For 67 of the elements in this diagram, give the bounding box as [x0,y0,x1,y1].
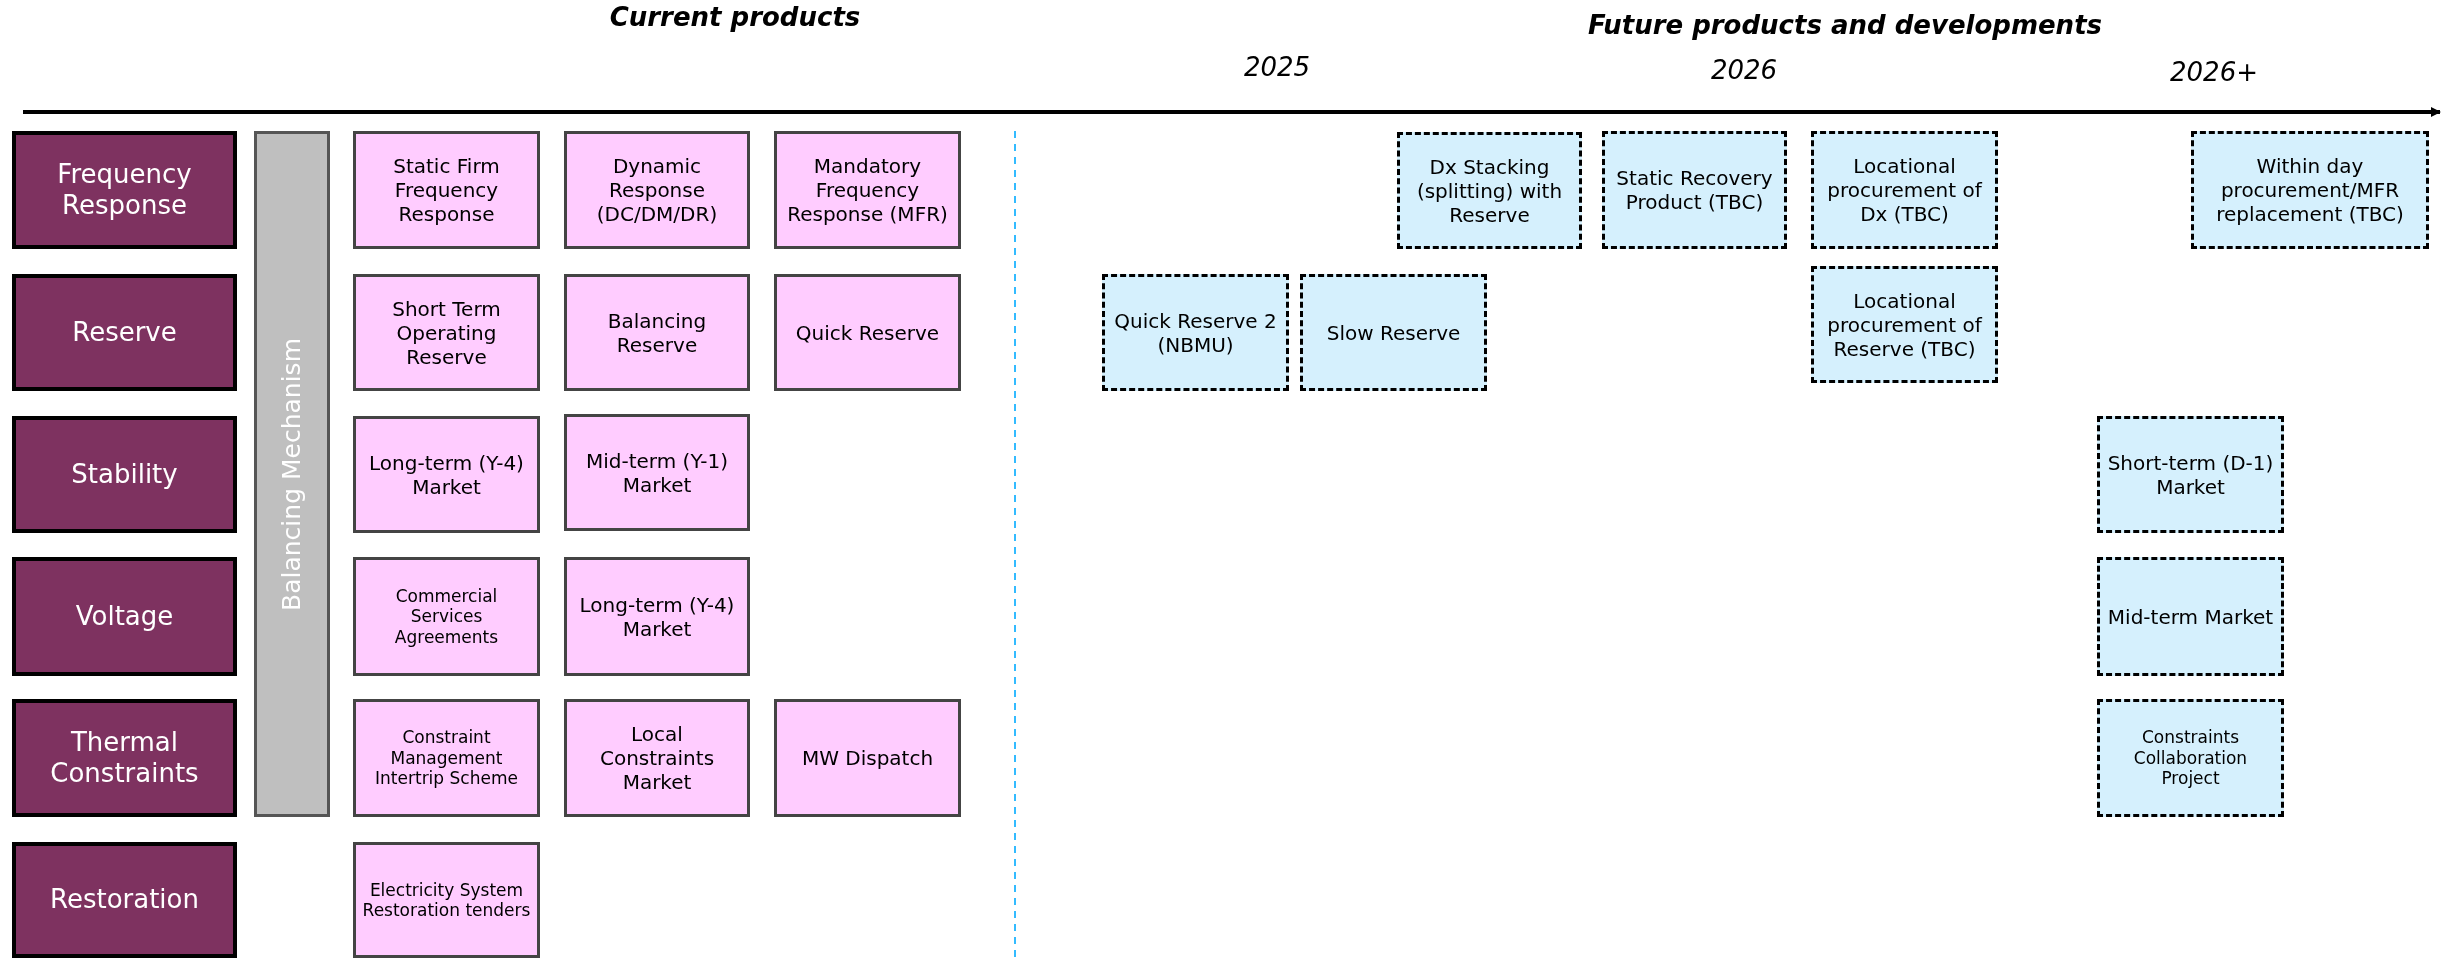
product-label: Electricity System Restoration tenders [361,879,532,921]
future-product-box [2191,131,2429,249]
year-label: 2026+ [2170,57,2258,87]
future-product-label: Constraints Collaboration Project [2132,727,2249,789]
year-label: 2026 [1710,55,1778,85]
category-label: Reserve [72,316,177,349]
product-box [353,416,540,533]
product-label: Static Firm Frequency Response [392,154,501,226]
product-label: Commercial Services Agreements [393,585,500,648]
product-box [353,131,540,249]
product-label: Local Constraints Market [598,722,716,794]
product-label: Mandatory Frequency Response (MFR) [786,154,949,226]
product-box [353,274,540,391]
future-product-label: Mid-term Market [2107,604,2274,629]
future-product-box [1102,274,1289,391]
product-box [564,274,750,391]
category-box [12,274,237,391]
product-label: Mid-term (Y-1) Market [585,448,729,497]
future-product-box [1300,274,1487,391]
section-heading: Current products [609,2,861,32]
future-product-box [1602,131,1787,249]
future-product-box [1811,266,1998,383]
future-product-label: Locational procurement of Dx (TBC) [1826,154,1984,226]
future-product-box [2097,557,2284,676]
future-product-label: Short-term (D-1) Market [2106,450,2275,499]
product-label: Long-term (Y-4) Market [578,592,736,641]
future-product-label: Static Recovery Product (TBC) [1615,166,1774,214]
product-box [564,131,750,249]
mechanism-label: Balancing Mechanism [277,337,307,611]
product-label: Short Term Operating Reserve [391,296,502,369]
product-box [353,842,540,958]
future-product-box [2097,416,2284,533]
category-box [12,131,237,249]
future-product-label: Locational procurement of Reserve (TBC) [1826,288,1984,361]
product-label: Balancing Reserve [606,308,708,357]
product-label: Long-term (Y-4) Market [368,450,525,499]
future-product-label: Slow Reserve [1326,320,1461,345]
category-label: Thermal Constraints [49,726,200,790]
category-label: Restoration [50,884,199,916]
product-label: Constraint Management Intertrip Scheme [374,727,519,789]
category-box [12,557,237,676]
product-box [564,699,750,817]
product-label: MW Dispatch [801,746,934,770]
product-box [774,274,961,391]
future-product-box [1397,132,1582,249]
future-product-box [1811,131,1998,249]
future-product-label: Dx Stacking (splitting) with Reserve [1415,154,1564,227]
product-label: Quick Reserve [795,320,940,345]
product-box [774,699,961,817]
future-product-box [2097,699,2284,817]
category-box [12,416,237,533]
future-product-label: Within day procurement/MFR replacement (TBC) [2215,154,2405,226]
future-product-label: Quick Reserve 2 (NBMU) [1113,308,1278,357]
section-heading: Future products and developments [1587,10,2103,40]
mechanism-bar [254,131,330,817]
category-label: Frequency Response [56,158,193,222]
product-box [564,414,750,531]
product-label: Dynamic Response (DC/DM/DR) [595,154,719,226]
category-box [12,699,237,817]
category-box [12,842,237,958]
product-box [353,557,540,676]
product-box [564,557,750,676]
product-box [353,699,540,817]
year-label: 2025 [1243,52,1311,82]
category-label: Voltage [75,600,174,633]
category-label: Stability [71,458,178,491]
product-box [774,131,961,249]
